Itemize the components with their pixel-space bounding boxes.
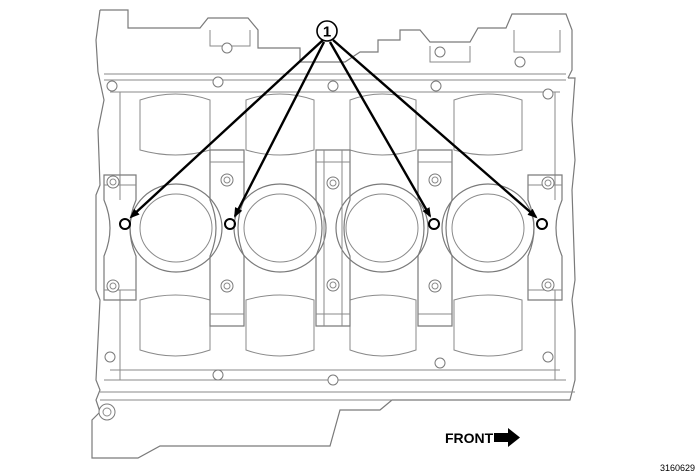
- oil-hole-4: [536, 218, 548, 230]
- engine-block-outline: [91, 9, 576, 459]
- callout-leaders: [129, 39, 538, 219]
- figure-id: 3160629: [660, 463, 695, 473]
- oil-hole-1: [119, 218, 131, 230]
- oil-hole-3: [428, 218, 440, 230]
- main-bearing-caps: [103, 149, 563, 327]
- deck-bolts: [98, 42, 554, 421]
- arrow-right-icon: [494, 428, 520, 447]
- leader-line-3: [328, 41, 432, 218]
- leader-line-4: [332, 39, 538, 219]
- front-indicator: FRONT: [445, 428, 520, 447]
- front-label: FRONT: [445, 430, 494, 446]
- callout-1: 1: [316, 20, 338, 42]
- oil-hole-2: [224, 218, 236, 230]
- crank-bores: [129, 93, 535, 357]
- cap-bolts: [106, 173, 555, 293]
- leader-line-1: [129, 39, 324, 219]
- leader-line-2: [233, 41, 326, 218]
- callout-number: 1: [323, 24, 331, 41]
- oil-holes: [119, 218, 548, 230]
